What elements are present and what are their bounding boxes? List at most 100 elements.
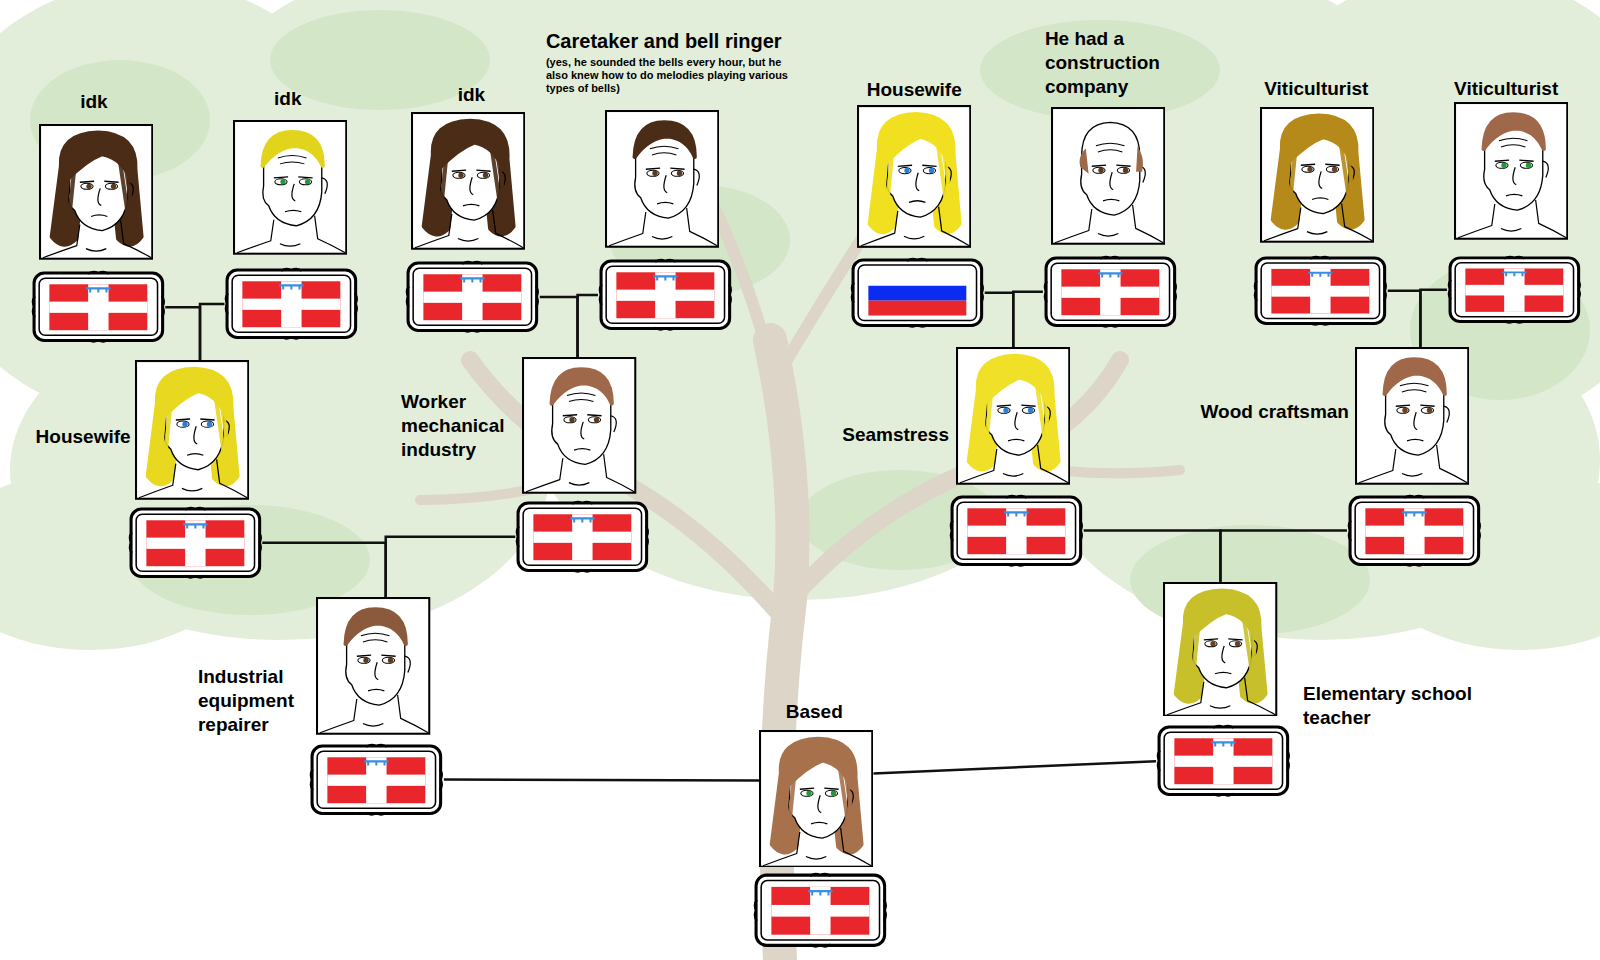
person-node: Caretaker and bell ringer(yes, he sounde…: [598, 110, 733, 331]
portrait-drawing: [135, 360, 249, 500]
family-link: [200, 304, 224, 360]
flag-cross: [49, 302, 147, 313]
person-node: Industrial equipment repairer: [309, 597, 444, 816]
family-link: [1420, 290, 1447, 347]
flag-plaque: [309, 743, 444, 816]
flag-frame: [408, 263, 537, 330]
flag-frame-inner: [858, 265, 976, 321]
portrait-frame: [412, 113, 524, 249]
flag-field: [1271, 269, 1369, 314]
iris: [459, 173, 464, 178]
nose-mouth: [1506, 167, 1522, 196]
flag-drawing: [1253, 255, 1388, 326]
hair-strands: [981, 376, 1052, 454]
eyelid: [997, 405, 1036, 406]
portrait-frame: [523, 358, 635, 493]
portrait: [39, 124, 153, 260]
iris: [1235, 641, 1240, 646]
flag-plaque: [1253, 255, 1388, 326]
flag-field: [49, 285, 147, 331]
flag-drawing: [598, 258, 733, 331]
blue-label: [653, 277, 677, 281]
hair-strands: [882, 135, 953, 215]
flag-frame: [228, 270, 357, 337]
portrait: [522, 357, 636, 494]
flag-cross: [616, 290, 714, 301]
ear: [1543, 161, 1549, 177]
blue-label: [1211, 743, 1235, 747]
flag-frame-inner: [606, 266, 724, 323]
nose-mouth: [1407, 412, 1423, 441]
eye: [1520, 162, 1532, 168]
ear: [321, 178, 327, 194]
flag-cross: [1365, 526, 1463, 537]
flag-cross: [771, 905, 869, 917]
portrait: [316, 597, 430, 735]
flag-frame: [756, 876, 885, 946]
flag-frame-inner: [957, 502, 1075, 559]
eye: [923, 168, 935, 174]
hair-back: [148, 370, 237, 484]
person-note: (yes, he sounded the bells every hour, b…: [546, 56, 806, 95]
hair-back: [870, 115, 959, 232]
iris: [1211, 641, 1216, 646]
flag-plaque: [405, 260, 540, 333]
iris: [1332, 167, 1337, 172]
eye: [1093, 167, 1105, 173]
flag-cross: [534, 532, 632, 543]
iris: [1003, 408, 1008, 413]
flag-scrolls: [755, 874, 886, 947]
eye: [647, 170, 659, 176]
nose-mouth: [1103, 172, 1119, 201]
eye: [81, 184, 93, 190]
portrait-frame: [858, 106, 970, 247]
person-node: Worker mechanical industry: [515, 357, 650, 573]
portrait-frame: [317, 598, 429, 734]
nose-mouth: [368, 662, 384, 691]
portrait: [1454, 102, 1568, 240]
ear: [611, 416, 617, 432]
flag-plaque: [598, 258, 733, 331]
flag-frame-inner: [761, 881, 879, 941]
portrait-frame: [1164, 583, 1276, 716]
flag-frame-inner: [413, 268, 531, 325]
eyelid: [1301, 164, 1340, 165]
flag-field: [616, 272, 714, 318]
iris: [929, 168, 934, 174]
hair-back: [772, 739, 861, 852]
portrait: [1163, 582, 1277, 717]
eyelid: [1204, 638, 1243, 640]
flag-cross: [967, 526, 1065, 537]
flag-cross: [1061, 287, 1159, 298]
iris: [570, 417, 575, 422]
eye: [801, 790, 813, 796]
eyelid: [563, 415, 602, 416]
flag-frame-inner: [523, 508, 641, 565]
person-label: Seamstress: [806, 424, 949, 446]
eye: [589, 417, 601, 423]
eye: [274, 179, 286, 185]
flag-scrolls: [1349, 496, 1480, 566]
nose-mouth: [1215, 645, 1231, 673]
eye: [825, 790, 837, 796]
person-node: Based: [753, 730, 888, 949]
flag-field: [1061, 269, 1159, 315]
blue-label: [1402, 512, 1426, 516]
person-label: Wood craftsman: [1163, 401, 1349, 423]
blue-label: [364, 761, 388, 765]
flag-plaque: [128, 506, 263, 579]
ear: [1444, 406, 1450, 422]
person-label: Elementary school teacher: [1303, 682, 1476, 730]
blue-label: [1308, 273, 1332, 277]
eye: [899, 168, 911, 174]
person-node: Wood craftsman: [1347, 347, 1482, 567]
person-node: Viticulturist: [1253, 107, 1388, 326]
flag-drawing: [515, 500, 650, 573]
eye: [358, 657, 370, 663]
hair: [346, 609, 406, 644]
flag-scrolls: [407, 262, 538, 332]
portrait: [135, 360, 249, 500]
person-label: Viticulturist: [1250, 78, 1383, 100]
iris: [594, 417, 599, 422]
hair-strands: [436, 141, 507, 219]
